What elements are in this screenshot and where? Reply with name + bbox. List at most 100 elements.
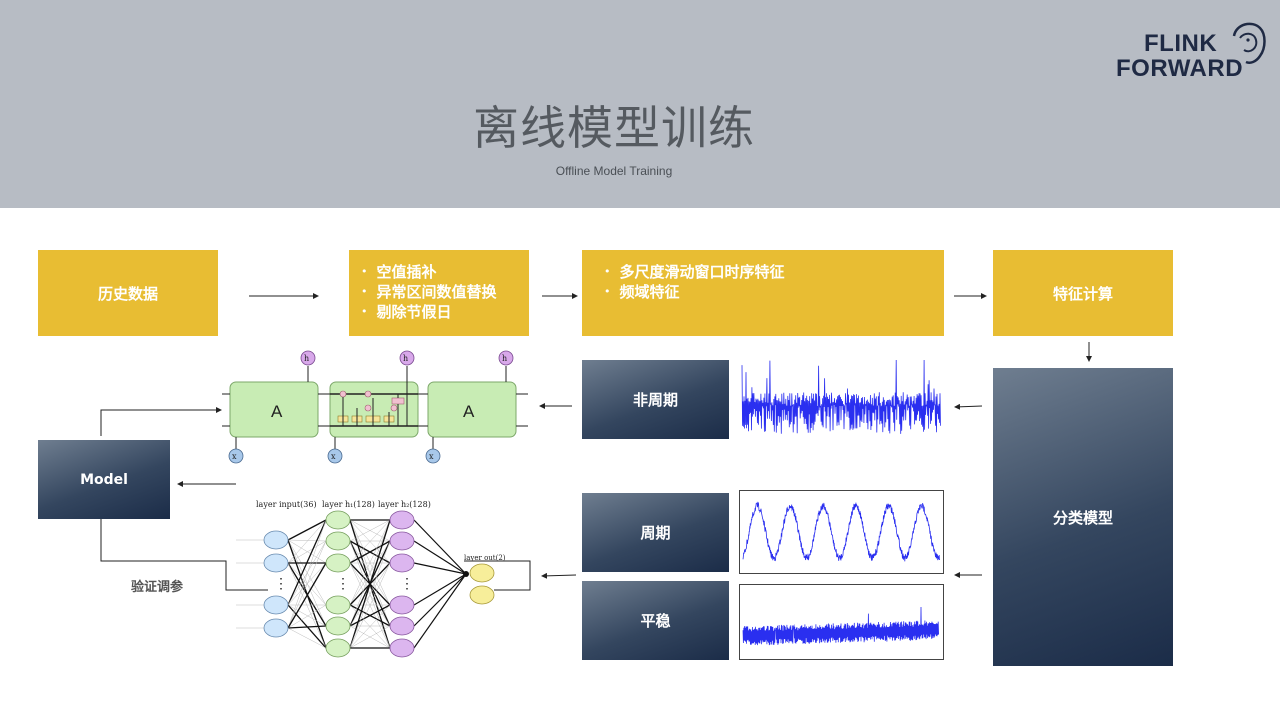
classifier-label: 分类模型 (1052, 508, 1113, 527)
nn-edge (349, 604, 391, 649)
nn-node (325, 638, 351, 658)
stable-label: 平稳 (640, 612, 671, 630)
lstm-input-label: x (429, 452, 434, 461)
feature-item: 频域特征 (604, 283, 785, 303)
neural-network-diagram: layer input(36) layer h₁(128) layer h₂(1… (236, 500, 531, 658)
logo-line-2: FORWARD (1116, 55, 1244, 82)
nn-edge (287, 562, 327, 649)
periodic-series-chart (739, 490, 944, 574)
signal-trace (742, 501, 941, 562)
nn-edge (349, 562, 391, 649)
lstm-cell-right: A (427, 381, 517, 438)
nn-edge (287, 625, 327, 629)
squirrel-icon (1232, 22, 1266, 64)
nn-edge (287, 519, 327, 564)
feature-item: 多尺度滑动窗口时序特征 (604, 263, 785, 283)
nn-node (389, 595, 415, 615)
nn-edge (349, 540, 391, 649)
nn-nodes: ⋮⋮⋮ (263, 510, 495, 658)
nn-edge (287, 539, 327, 542)
preprocess-box: 空值插补 异常区间数值替换 剔除节假日 (349, 250, 529, 336)
nn-edge (287, 519, 327, 629)
nn-edge (287, 604, 327, 629)
tuning-loop-line (100, 519, 268, 591)
stable-series-chart (739, 584, 944, 660)
nn-layer-label: layer h₂(128) (378, 500, 431, 509)
nn-layer-label: layer input(36) (256, 500, 317, 509)
feature-calc-box: 特征计算 (993, 250, 1173, 336)
nn-edge (349, 519, 391, 564)
nn-node (263, 595, 289, 615)
page-title: 离线模型训练 (473, 101, 755, 155)
lstm-output-label: h (304, 354, 309, 363)
nn-edge (413, 519, 467, 575)
nn-node (469, 563, 495, 583)
nn-edge (287, 604, 327, 627)
nn-node (325, 595, 351, 615)
model-label: Model (80, 471, 128, 488)
arrow-model-to-lstm (100, 407, 222, 436)
nn-edge (413, 562, 467, 575)
nn-node (389, 638, 415, 658)
nn-node (389, 531, 415, 551)
nn-edge (349, 625, 391, 649)
feature-calc-label: 特征计算 (1052, 284, 1113, 303)
nn-node (325, 616, 351, 636)
nn-edge (349, 519, 391, 649)
signal-trace (742, 606, 939, 646)
nn-edge (287, 539, 327, 606)
nn-node (389, 510, 415, 530)
nn-edge (349, 519, 391, 627)
nn-edge (287, 539, 327, 564)
nn-edge (349, 519, 391, 542)
preprocess-item: 空值插补 (361, 263, 497, 283)
nn-layer-label: layer out(2) (464, 554, 506, 562)
nn-node (469, 585, 495, 605)
nn-edge (287, 539, 327, 627)
nn-edge (349, 604, 391, 627)
lstm-outputs: h h h (300, 350, 514, 366)
header-band (0, 0, 1280, 208)
periodic-box: 周期 (582, 493, 729, 572)
nn-node (263, 618, 289, 638)
lstm-cell-label: A (271, 402, 283, 421)
tuning-label: 验证调参 (131, 580, 184, 595)
nn-ellipsis: ⋮ (336, 576, 350, 592)
preprocess-item: 剔除节假日 (361, 303, 497, 323)
stable-box: 平稳 (582, 581, 729, 660)
arrow-classifier-to-nonperiodic (954, 403, 983, 410)
nn-ellipsis: ⋮ (400, 576, 414, 592)
feature-extraction-box: 多尺度滑动窗口时序特征 频域特征 (582, 250, 944, 336)
non-periodic-series-chart (741, 359, 941, 434)
classifier-box: 分类模型 (993, 368, 1173, 666)
nn-edge (413, 573, 467, 627)
nn-node (325, 531, 351, 551)
nn-edge (287, 540, 327, 564)
page-subtitle: Offline Model Training (555, 164, 673, 178)
non-periodic-label: 非周期 (632, 391, 678, 409)
lstm-output-label: h (502, 354, 507, 363)
nn-edge (287, 540, 327, 606)
nn-edge (413, 540, 467, 575)
nn-edge (413, 573, 467, 606)
history-data-box: 历史数据 (38, 250, 218, 336)
signal-trace (741, 359, 941, 434)
nn-edge (349, 519, 391, 606)
lstm-cell-label: A (463, 402, 475, 421)
lstm-input-label: x (331, 452, 336, 461)
nn-node (325, 553, 351, 573)
periodic-label: 周期 (640, 524, 671, 542)
history-data-label: 历史数据 (97, 284, 158, 303)
lstm-cell-middle (329, 366, 419, 438)
nn-node (325, 510, 351, 530)
model-box: Model (38, 440, 170, 519)
lstm-input-label: x (232, 452, 237, 461)
nn-node (263, 530, 289, 550)
nn-edge (287, 519, 327, 541)
nn-edge (349, 540, 391, 564)
lstm-diagram: A A (222, 350, 528, 464)
nn-edge (287, 562, 327, 629)
nn-edge (287, 519, 327, 606)
lstm-cell-left: A (229, 381, 319, 438)
